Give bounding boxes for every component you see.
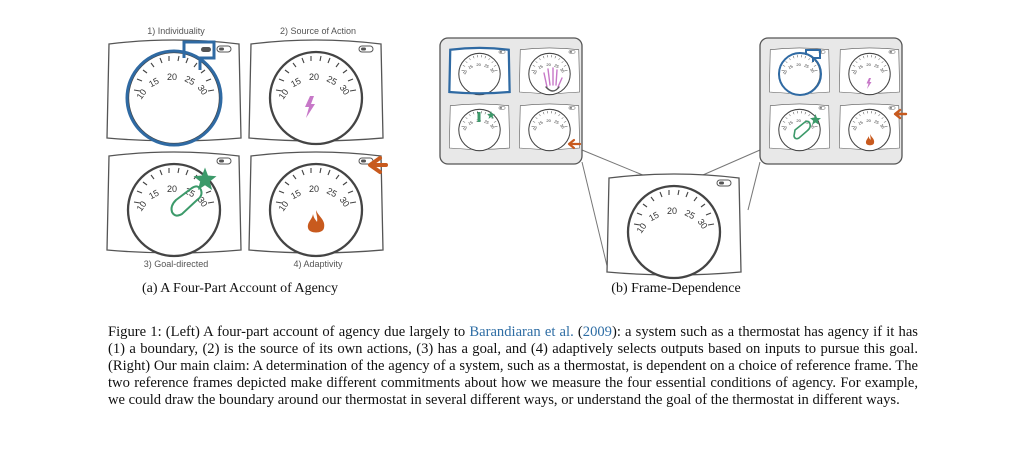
caption-part-3: ): a system such as a thermostat has age… <box>108 324 918 408</box>
subcaption-b: (b) Frame-Dependence <box>611 281 740 296</box>
frame-connectors <box>581 149 761 271</box>
boundary-outline-small <box>778 49 822 96</box>
citation-author-link[interactable]: Barandiaran et al. <box>469 324 574 340</box>
caption-part-2: ( <box>573 324 583 340</box>
figure-1: 10 15 20 25 30 1) Individuality 2) Sourc… <box>105 26 908 296</box>
reference-frame-left <box>439 37 583 165</box>
title-goal-directed: 3) Goal-directed <box>144 259 209 269</box>
title-individuality: 1) Individuality <box>147 26 205 36</box>
boundary-switch <box>201 47 211 52</box>
thermostat-adaptivity <box>247 150 385 258</box>
arrow-left-icon-small <box>567 138 582 150</box>
caption-part-1: Figure 1: (Left) A four-part account of … <box>108 324 470 340</box>
goal-highlight-small <box>793 120 811 140</box>
title-adaptivity: 4) Adaptivity <box>293 259 343 269</box>
hand-icon <box>543 67 563 92</box>
arrow-left-icon <box>368 156 388 174</box>
arrow-left-icon-small-right <box>893 108 908 120</box>
thermostat-source-of-action <box>247 38 385 146</box>
subcaption-a: (a) A Four-Part Account of Agency <box>142 281 338 296</box>
title-source-of-action: 2) Source of Action <box>280 26 356 36</box>
goal-highlight <box>170 185 203 217</box>
panel-a: 1) Individuality 2) Source of Action 3) … <box>105 26 388 296</box>
figure-caption: Figure 1: (Left) A four-part account of … <box>108 324 918 409</box>
citation-year-link[interactable]: 2009 <box>582 324 612 340</box>
thermostat-central <box>605 172 743 280</box>
reference-frame-right <box>759 37 908 165</box>
panel-b: (b) Frame-Dependence <box>439 37 908 296</box>
boundary-outline <box>125 40 223 147</box>
